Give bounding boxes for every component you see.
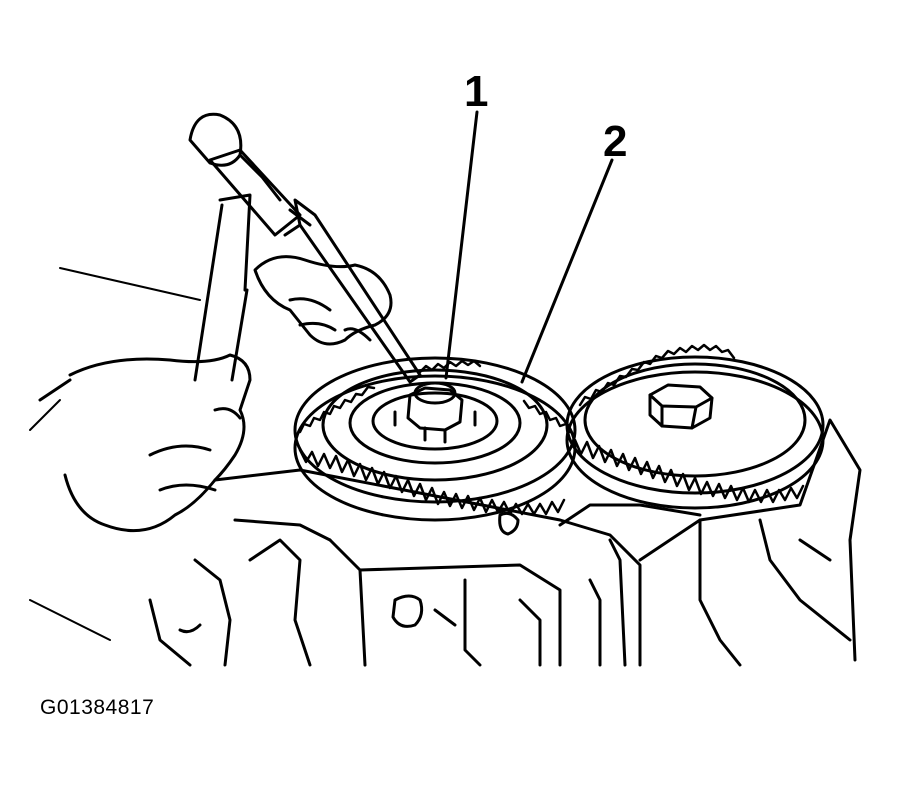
callout-label-1: 1 [464, 67, 489, 116]
leader-line-2 [520, 158, 614, 384]
left-gear [293, 356, 577, 522]
leader-line-1 [444, 110, 479, 380]
figure-id: G01384817 [40, 696, 155, 719]
punch-tool [283, 198, 422, 384]
leader-lines [444, 110, 614, 384]
background-lines [29, 267, 201, 641]
hammer [188, 112, 302, 382]
hands [38, 255, 393, 533]
engine-block [148, 418, 862, 667]
right-gear [565, 343, 825, 510]
callout-label-2: 2 [603, 117, 628, 166]
